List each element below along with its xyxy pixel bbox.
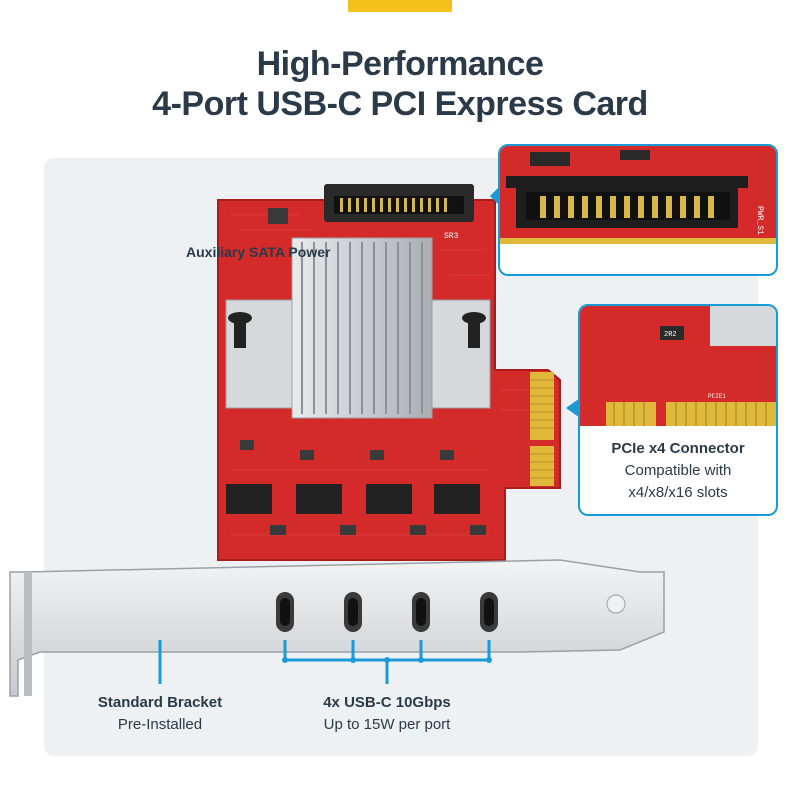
pcie-callout-pointer <box>566 398 580 418</box>
sata-power-connector <box>324 184 474 222</box>
metal-bracket <box>9 559 665 697</box>
board-marking-sr3: SR3 <box>444 232 459 241</box>
usb-ports-title: 4x USB-C 10Gbps <box>323 694 451 711</box>
sata-zoom-callout: PWR_S1 <box>498 144 778 276</box>
pcie-gold-fingers <box>530 372 554 486</box>
pcie-connector-title: PCIe x4 Connector <box>611 440 745 457</box>
usb-ports-label: 4x USB-C 10Gbps Up to 15W per port <box>287 692 487 736</box>
board-marking-pwr: PWR_S1 <box>755 206 764 235</box>
usb-controller-chips <box>226 484 480 514</box>
bracket-label: Standard Bracket Pre-Installed <box>80 692 240 736</box>
top-accent-tab <box>348 0 452 12</box>
page-title: High-Performance 4-Port USB-C PCI Expres… <box>0 44 800 124</box>
title-line-1: High-Performance <box>256 45 544 83</box>
pcie-zoom-callout: 2R2 PCIE1 PCIe x4 Connector Compatible w… <box>578 304 778 516</box>
pcie-connector-label: PCIe x4 Connector Compatible with x4/x8/… <box>580 438 776 504</box>
usb-c-ports <box>276 592 498 632</box>
bracket-subtitle: Pre-Installed <box>117 716 203 733</box>
usb-ports-subtitle: Up to 15W per port <box>323 716 451 733</box>
sata-label: Auxiliary SATA Power <box>186 244 331 260</box>
board-marking-2r2: 2R2 <box>664 331 677 339</box>
bracket-title: Standard Bracket <box>97 694 223 711</box>
heatsink <box>225 237 491 419</box>
smd-components <box>240 208 486 535</box>
heatsink-spring-pins <box>228 312 486 348</box>
board-marking-pcie1: PCIE1 <box>708 393 726 400</box>
title-line-2: 4-Port USB-C PCI Express Card <box>152 85 648 123</box>
pcie-compat-line-1: Compatible with <box>624 462 732 479</box>
pcie-compat-line-2: x4/x8/x16 slots <box>628 484 728 501</box>
sata-callout-pointer <box>490 186 500 206</box>
